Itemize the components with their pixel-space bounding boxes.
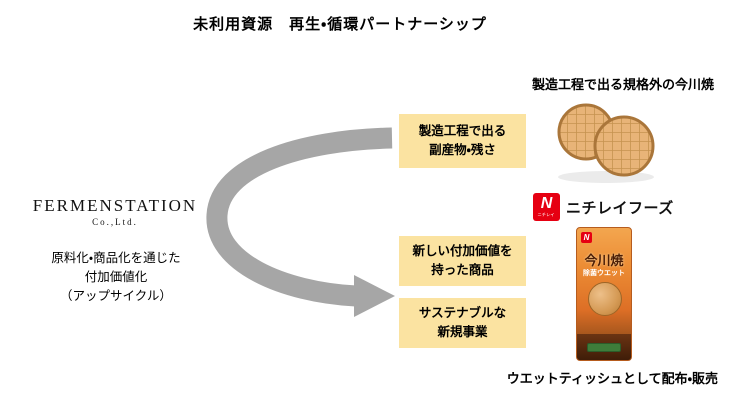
pastry-shadow [558, 171, 654, 183]
fermenstation-logo: FERMENSTATION Co.,Ltd. [28, 196, 202, 227]
box-new-value: 新しい付加価値を 持った商品 [399, 236, 526, 286]
package-product-subtitle: 除菌ウエット [583, 270, 625, 277]
fermenstation-description: 原料化・商品化を通じた 付加価値化 （アップサイクル） [51, 251, 181, 303]
nichirei-logo-mark-icon: N ニチレイ [533, 193, 560, 221]
package-bottom-panel [577, 334, 631, 360]
package-nichirei-mark-icon: N [581, 232, 592, 243]
bottom-caption: ウエットティッシュとして配布・販売 [506, 371, 718, 386]
nichirei-n-letter: N [540, 195, 553, 212]
page-title: 未利用資源 再生・循環パートナーシップ [193, 16, 487, 33]
imagawayaki-image [557, 103, 655, 183]
top-right-caption: 製造工程で出る規格外の今川焼 [531, 77, 714, 92]
pastry-front [593, 115, 655, 177]
product-package: N 今川焼 除菌ウエット [576, 227, 632, 361]
fermenstation-coltd: Co.,Ltd. [92, 217, 138, 227]
package-green-label [587, 342, 621, 352]
package-pastry-photo [588, 282, 622, 316]
box-sustainable: サステナブルな 新規事業 [399, 298, 526, 348]
package-product-name: 今川焼 [584, 253, 624, 268]
nichirei-wordmark: ニチレイフーズ [566, 199, 674, 217]
nichirei-mark-text: ニチレイ [537, 212, 555, 218]
box-byproducts: 製造工程で出る 副産物・残さ [399, 114, 526, 168]
nichirei-logo: N ニチレイ ニチレイフーズ [533, 193, 674, 221]
cycle-arrow [206, 127, 395, 317]
fermenstation-wordmark: FERMENSTATION [32, 196, 198, 215]
